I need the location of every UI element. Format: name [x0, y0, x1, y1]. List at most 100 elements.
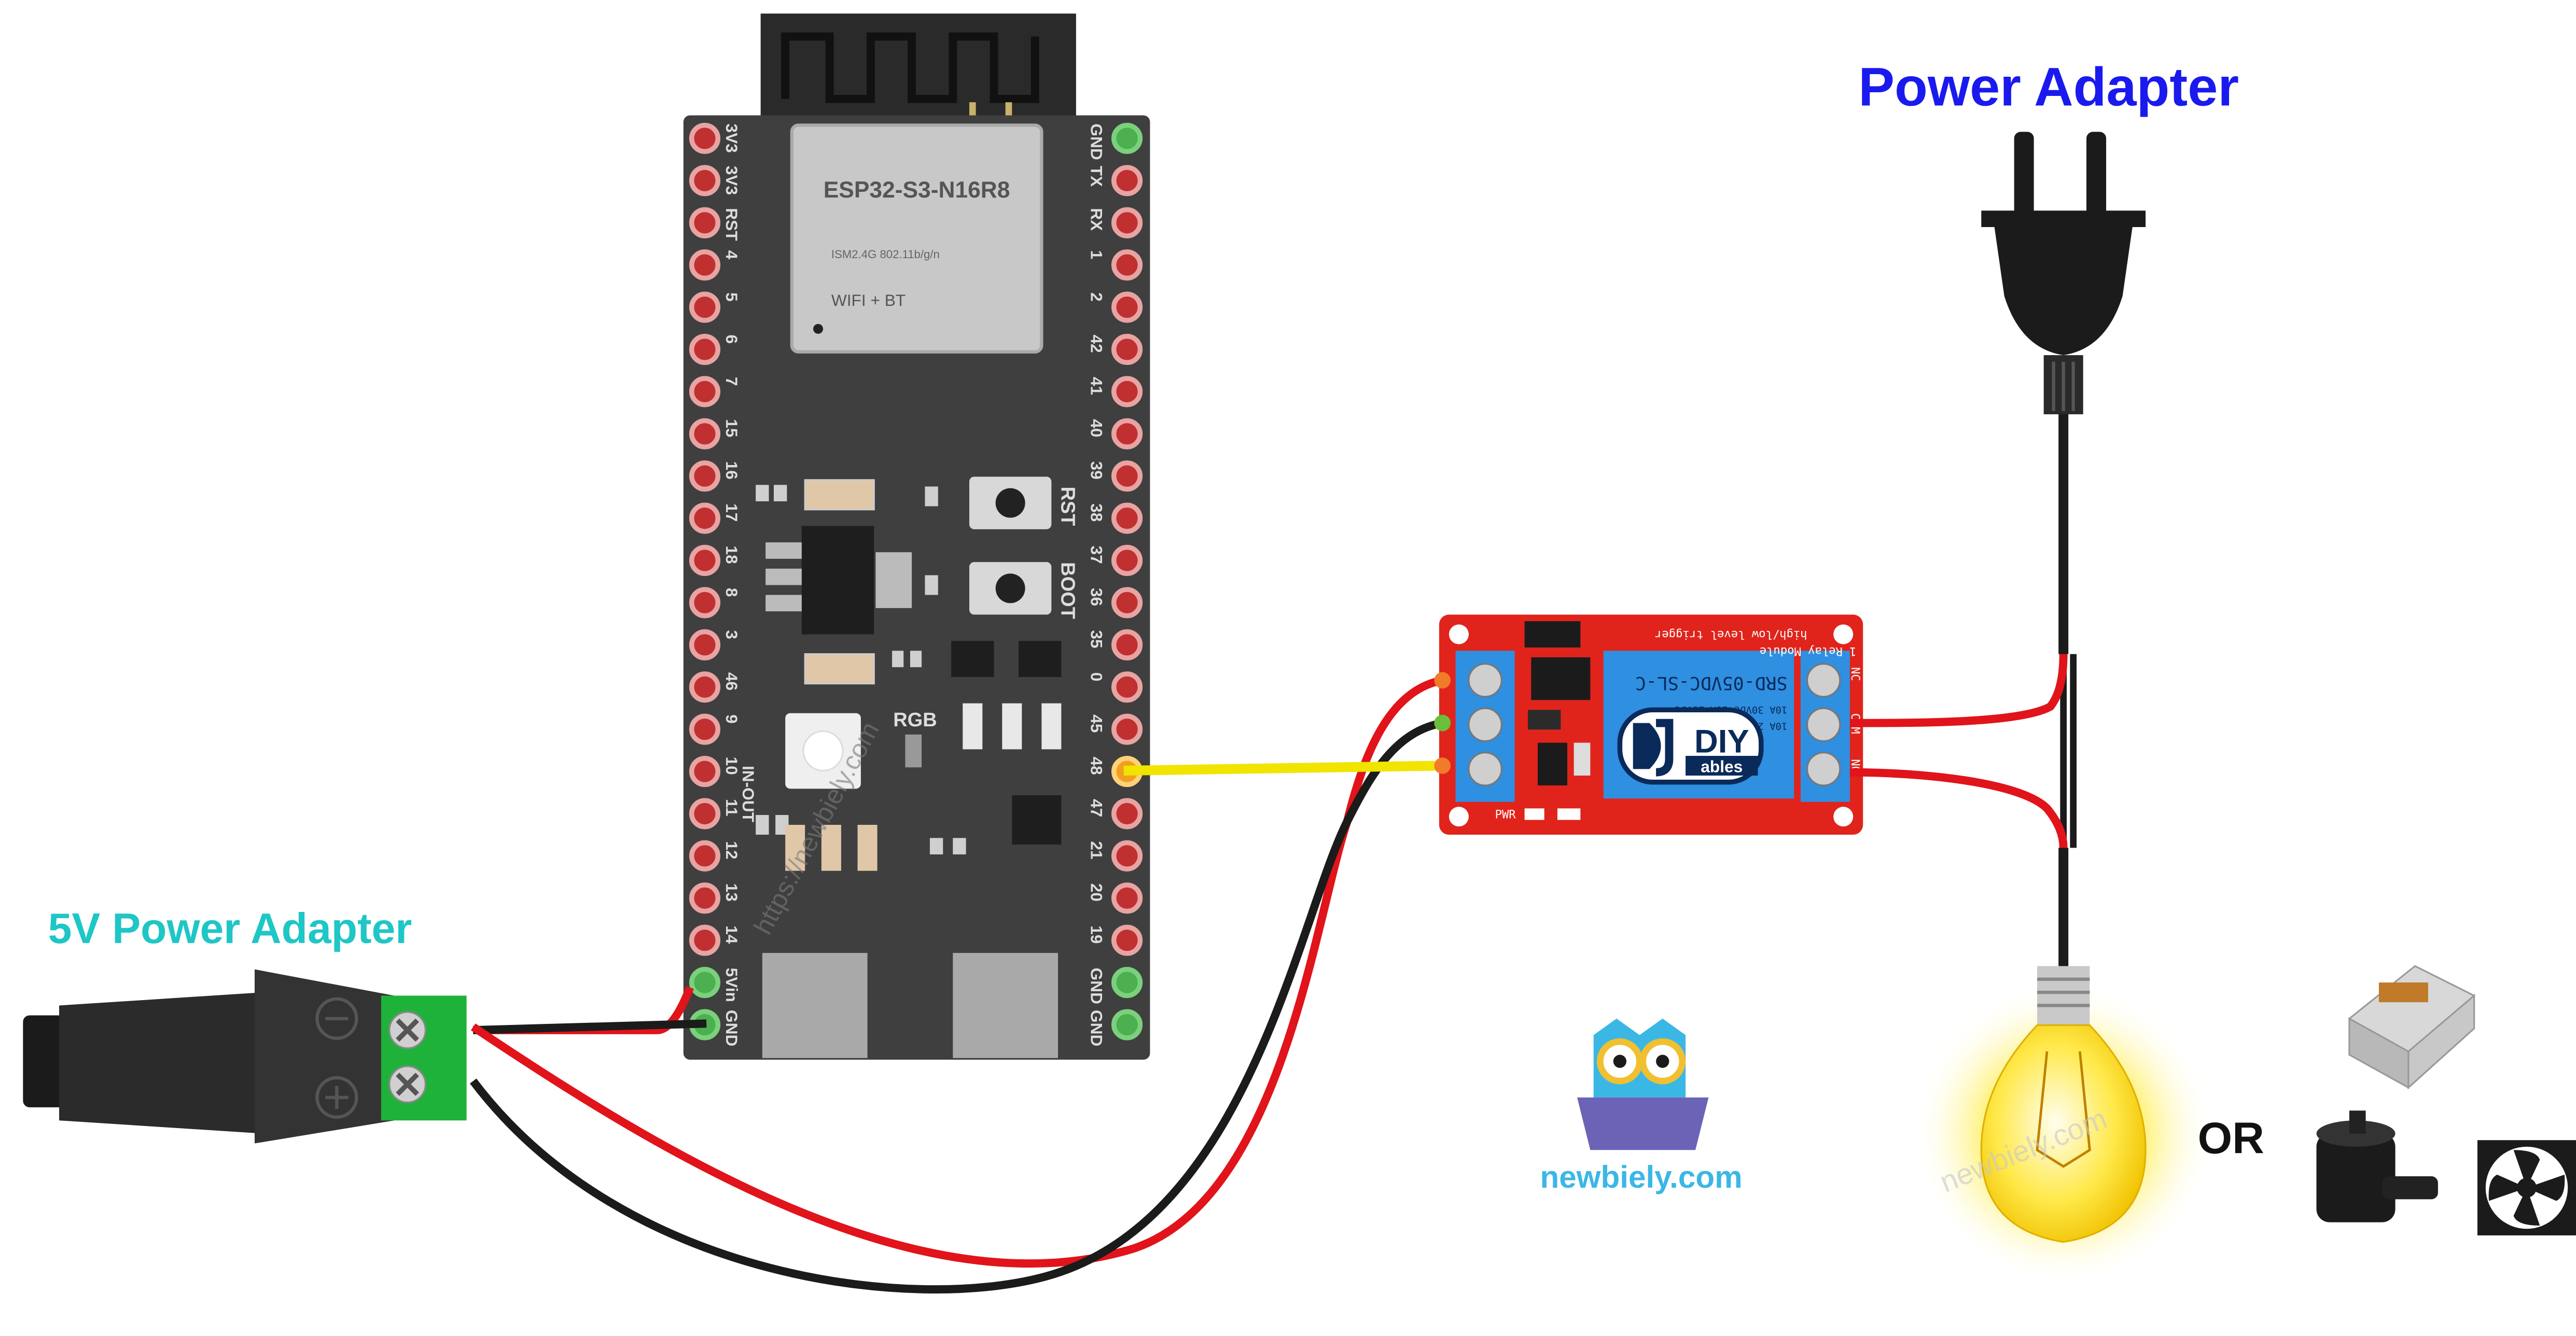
esp32-pin-label: 18	[722, 546, 741, 564]
esp32-pin-pad	[1111, 1009, 1143, 1040]
esp32-pin-pad	[1111, 333, 1143, 365]
esp32-pin-label: RST	[722, 208, 741, 241]
esp32-pin-pad	[1111, 502, 1143, 534]
esp32-pin-pad	[689, 418, 721, 449]
minus-icon	[315, 997, 358, 1040]
esp32-right-header: GNDTXRX1242414039383736350454847212019GN…	[1087, 122, 1143, 1046]
esp32-pin-pad	[1111, 587, 1143, 618]
esp32-board: ESP32-S3-N16R8 ISM2.4G 802.11b/g/n WIFI …	[683, 115, 1150, 1060]
esp32-pin-pad	[689, 333, 721, 365]
esp32-pin-pad	[1111, 713, 1143, 745]
esp32-pin-label: 39	[1087, 461, 1106, 480]
mains-wiring	[1849, 411, 2077, 969]
esp32-pin-pad	[1111, 629, 1143, 660]
esp32-pin-pad	[1111, 967, 1143, 999]
esp32-pin-label: 6	[722, 334, 741, 344]
wire-yellow-signal	[1123, 761, 1440, 776]
esp32-pin-pad	[689, 967, 721, 999]
relay-logo-text: DIY	[1694, 724, 1749, 760]
esp32-pin-pad	[1111, 544, 1143, 576]
esp32-pin-label: 15	[722, 419, 741, 437]
esp32-pin-pad	[1111, 376, 1143, 407]
relay-subtitle: high/low level trigger	[1655, 628, 1807, 641]
relay-nc-label: NC	[1848, 667, 1862, 681]
esp32-pin-label: 35	[1087, 630, 1106, 648]
esp32-boot-label: BOOT	[1056, 562, 1078, 619]
esp32-pin-pad	[1111, 460, 1143, 492]
esp32-pin-label: 13	[722, 883, 741, 902]
esp32-pin-pad	[1111, 882, 1143, 914]
esp32-pin-pad	[1111, 924, 1143, 956]
esp32-pin-label: 36	[1087, 588, 1106, 606]
esp32-pin-pad	[1111, 418, 1143, 449]
esp32-pin-pad	[689, 291, 721, 323]
plus-icon	[315, 1076, 358, 1119]
esp32-pin-label: 47	[1087, 799, 1106, 817]
esp32-module-sub: ISM2.4G 802.11b/g/n	[831, 248, 940, 261]
or-label: OR	[2198, 1114, 2264, 1163]
esp32-pin-pad	[689, 544, 721, 576]
esp32-pin-label: 11	[722, 799, 741, 816]
esp32-module-wifi: WIFI + BT	[831, 291, 906, 310]
esp32-pin-label: 3V3	[722, 166, 741, 195]
wires-adapter-to-relay	[469, 676, 1443, 1293]
relay-part-number: SRD-05VDC-SL-C	[1635, 672, 1788, 693]
newbiely-site: newbiely.com	[1540, 1160, 1742, 1194]
esp32-pin-label: 40	[1087, 419, 1106, 437]
esp32-pin-label: GND	[1087, 123, 1106, 160]
esp32-pin-label: 14	[722, 925, 741, 944]
esp32-pin-label: 9	[722, 714, 741, 724]
esp32-pin-label: 19	[1087, 925, 1106, 944]
wire-red-relay-vcc	[470, 676, 1443, 1268]
esp32-pin-pad	[689, 713, 721, 745]
esp32-pin-label: GND	[1087, 968, 1106, 1004]
wire-black-gnd	[473, 1019, 707, 1034]
esp32-pin-pad	[689, 460, 721, 492]
esp32-pin-pad	[1111, 122, 1143, 154]
esp32-pin-pad	[689, 798, 721, 829]
esp32-pin-pad	[689, 249, 721, 281]
esp32-pin-label: 5	[722, 292, 741, 302]
esp32-module-name: ESP32-S3-N16R8	[824, 177, 1010, 203]
esp32-pin-pad	[689, 502, 721, 534]
power-adapter-5v-title: 5V Power Adapter	[48, 905, 412, 952]
esp32-pin-label: 41	[1087, 377, 1106, 395]
solenoid-lock	[2348, 965, 2476, 1090]
wires-5v-to-esp32	[473, 986, 707, 1034]
esp32-pin-label: 10	[722, 757, 741, 775]
esp32-pin-label: 4	[722, 250, 741, 260]
esp32-pin-label: 20	[1087, 883, 1106, 902]
esp32-pin-label: GND	[1087, 1010, 1106, 1046]
newbiely-logo: newbiely.com	[1540, 1018, 1743, 1194]
relay-title: 1 Relay Module	[1760, 644, 1857, 658]
power-adapter-title: Power Adapter	[1858, 57, 2239, 118]
esp32-pin-pad	[689, 882, 721, 914]
esp32-pin-label: 46	[722, 672, 741, 691]
dc-jack-adapter	[23, 969, 467, 1144]
esp32-pin-pad	[689, 840, 721, 871]
esp32-pin-pad	[1111, 798, 1143, 829]
esp32-pin-pad	[1111, 291, 1143, 323]
esp32-pin-pad	[689, 165, 721, 196]
wire-black-relay-gnd	[469, 719, 1443, 1293]
esp32-pin-pad	[1111, 671, 1143, 703]
esp32-pin-pad	[689, 207, 721, 238]
light-bulb: newbiely.com	[1912, 966, 2215, 1285]
esp32-pin-label: 3	[722, 630, 741, 639]
esp32-pin-label: 0	[1087, 672, 1106, 682]
esp32-pin-pad	[689, 671, 721, 703]
esp32-antenna	[760, 13, 1076, 125]
esp32-pin-pad	[689, 376, 721, 407]
esp32-pin-label: 16	[722, 461, 741, 480]
esp32-pin-label: 5Vin	[722, 968, 741, 1002]
power-plug	[1981, 132, 2146, 415]
esp32-pin-pad	[689, 755, 721, 787]
esp32-pin-label: 38	[1087, 503, 1106, 522]
esp32-pin-pad	[689, 629, 721, 660]
diyables-logo-icon	[1633, 723, 1661, 769]
esp32-rst-label: RST	[1056, 486, 1078, 526]
esp32-pin-pad	[1111, 207, 1143, 238]
relay-logo-sub: ables	[1701, 757, 1743, 776]
esp32-pin-label: TX	[1087, 166, 1106, 187]
